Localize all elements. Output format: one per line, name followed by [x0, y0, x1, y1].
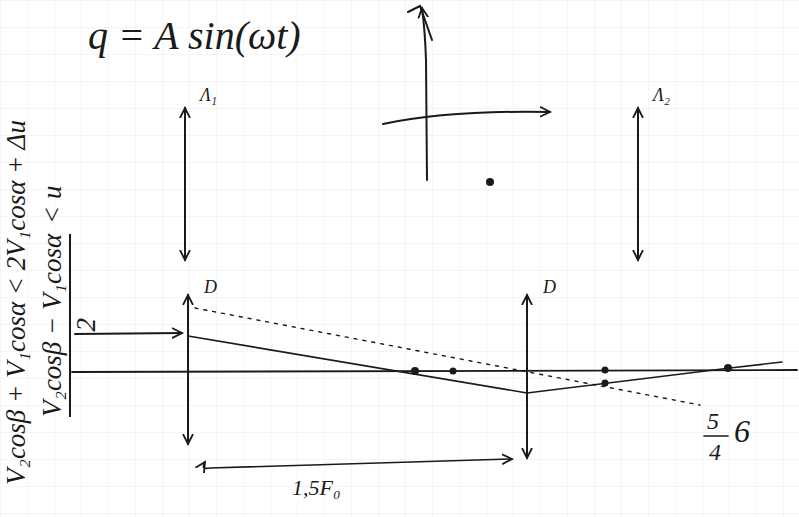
- lens-arrow: [184, 108, 186, 260]
- sketch-lines: [72, 6, 797, 468]
- dot: [724, 364, 732, 372]
- formula: q = A sin(ωt): [88, 14, 301, 58]
- fraction-number: 4: [709, 439, 721, 465]
- number: 6: [734, 414, 750, 449]
- incident-ray: [75, 333, 182, 334]
- lens-arrow: [187, 295, 189, 444]
- fraction-numerator: V₂cosβ − V₁cosα: [38, 234, 71, 417]
- dot: [602, 367, 609, 374]
- inequality: V₂cosβ + V₁cosα < 2V₁cosα + Δu: [2, 120, 32, 485]
- lens-name: D: [204, 278, 217, 298]
- curved-arrow: [383, 112, 550, 124]
- lens-name: Λ₁: [200, 86, 217, 106]
- dot: [450, 368, 457, 375]
- dimension-label: 1,5F₀: [292, 476, 341, 500]
- dashed-ray: [195, 308, 700, 405]
- fraction-number: 5: [707, 408, 719, 434]
- points: [411, 178, 732, 387]
- lens-arrow: [526, 295, 528, 458]
- dot: [411, 367, 419, 375]
- rotated-notes: V₂cosβ + V₁cosα < 2V₁cosα + ΔuV₂cosβ − V…: [0, 5, 110, 505]
- fraction-bar: [704, 435, 728, 437]
- vertical-arrow: [422, 8, 427, 180]
- dimension-arrow: [203, 459, 512, 468]
- optical-axis: [72, 370, 797, 372]
- ray: [188, 336, 782, 393]
- dot: [486, 178, 494, 186]
- lens-name: Λ₂: [653, 86, 670, 106]
- inequality-tail: < u: [38, 185, 68, 223]
- arrow-head: [408, 6, 432, 40]
- dot: [602, 380, 609, 387]
- lens-name: D: [543, 278, 556, 298]
- fraction-denominator: 2: [72, 318, 102, 332]
- lens-arrow: [637, 108, 639, 260]
